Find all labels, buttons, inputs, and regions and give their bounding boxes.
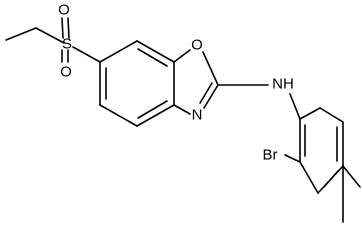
bond-aryl-c6-c1 (299, 107, 321, 120)
atom-label-sulfur: S (62, 36, 72, 53)
bond-ethyl-ch2-s (35, 27, 65, 44)
atom-label-bromine: Br (263, 147, 278, 164)
bond-aryl-br (284, 154, 301, 163)
bond-aryl-c2-c3 (299, 161, 319, 194)
bond-oxazole-c2-n-double (199, 82, 213, 104)
bond-oxazole-c7a-o (173, 49, 191, 63)
bond-benz-c4-c5 (99, 104, 138, 127)
bond-benz-c6-c7 (99, 40, 138, 63)
bond-nh-aryl (289, 93, 301, 120)
bond-benz-c3a-c4 (136, 104, 175, 127)
atom-label-sulfonyl-oxygen-bottom: O (60, 64, 72, 81)
bond-aryl-methyl (342, 165, 361, 188)
atom-label-ring-nitrogen: N (192, 107, 203, 124)
atom-label-amine: NH (272, 76, 294, 93)
bond-aryl-inner-3 (323, 170, 339, 188)
bond-benz-c7-c7a (136, 40, 175, 63)
chemical-structure: O S O O N NH Br (5, 2, 361, 223)
bond-benz-inner-3 (137, 100, 168, 119)
atom-label-sulfonyl-oxygen-top: O (58, 2, 70, 19)
bond-s-ring (72, 46, 101, 63)
bond-s-o-top-a (61, 17, 64, 39)
bond-aryl-c5-c6 (319, 107, 344, 123)
bond-oxazole-o-c2 (202, 51, 219, 86)
bond-ethyl-ch3-ch2 (5, 27, 37, 41)
bond-oxazole-c2-n (203, 84, 219, 109)
bond-benz-inner-2 (137, 48, 168, 67)
bond-s-o-top-b (67, 17, 70, 39)
atom-label-ring-oxygen: O (191, 37, 203, 54)
bond-oxazole-n-c3a (173, 104, 191, 115)
